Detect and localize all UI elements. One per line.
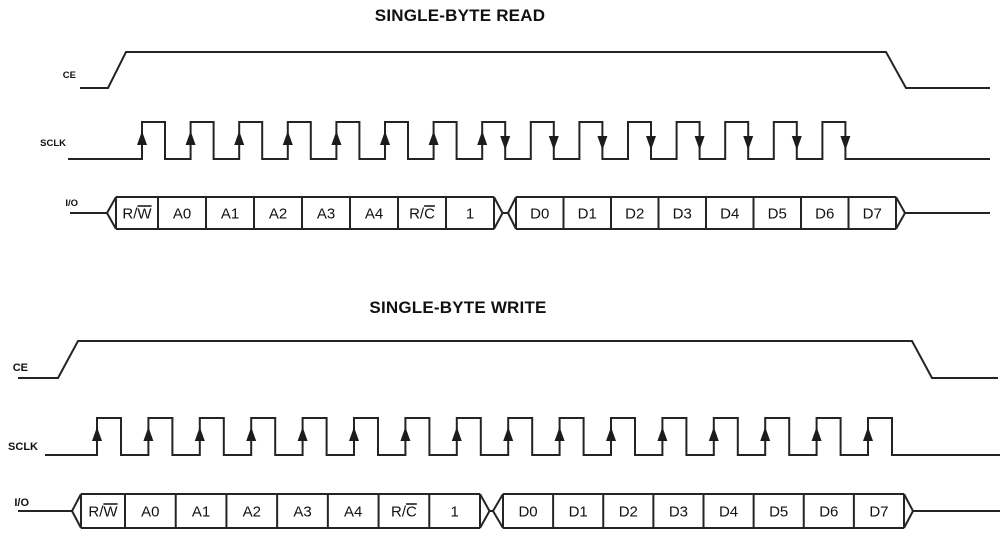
data-bit-label: D7 [863, 206, 882, 223]
command-bit-label: A1 [221, 206, 239, 223]
command-bit-label: R/W [122, 206, 152, 223]
command-bit-label: A3 [293, 504, 311, 521]
clock-rising-edge-arrow [477, 131, 488, 145]
bus-open-bracket [507, 196, 517, 214]
clock-rising-edge-arrow [143, 427, 154, 441]
signal-label-ce: CE [13, 362, 28, 374]
bus-open-bracket [492, 493, 504, 512]
clock-rising-edge-arrow [282, 131, 293, 145]
clock-rising-edge-arrow [380, 131, 390, 145]
bus-close-bracket [895, 196, 906, 214]
data-bit-label: D1 [578, 206, 597, 223]
clock-rising-edge-arrow [92, 427, 102, 441]
signal-label-sclk: SCLK [8, 441, 38, 453]
clock-falling-edge-arrow [548, 136, 559, 150]
diagram-title-write: SINGLE-BYTE WRITE [369, 298, 547, 317]
signal-label-ce: CE [63, 70, 76, 81]
clock-falling-edge-arrow [694, 136, 705, 150]
command-bit-label: R/C [409, 206, 435, 223]
clock-falling-edge-arrow [840, 136, 851, 150]
data-bit-label: D3 [673, 206, 692, 223]
command-bit-label: A0 [173, 206, 191, 223]
data-bit-label: D4 [720, 206, 739, 223]
clock-rising-edge-arrow [503, 427, 514, 441]
signal-label-io: I/O [14, 497, 29, 509]
bus-close-bracket [903, 493, 914, 512]
clock-rising-edge-arrow [234, 131, 245, 145]
bus-open-bracket [71, 493, 82, 512]
clock-rising-edge-arrow [194, 427, 205, 441]
clock-rising-edge-arrow [331, 131, 342, 145]
clock-rising-edge-arrow [863, 427, 873, 441]
clock-rising-edge-arrow [400, 427, 411, 441]
signal-label-sclk: SCLK [40, 138, 66, 149]
bus-close-bracket [493, 212, 504, 230]
data-bit-label: D6 [819, 504, 838, 521]
bus-close-bracket [479, 510, 491, 529]
bus-open-bracket [71, 510, 82, 529]
clock-rising-edge-arrow [297, 427, 308, 441]
clock-rising-edge-arrow [708, 427, 719, 441]
command-bit-label: A3 [317, 206, 335, 223]
command-bit-label: A2 [243, 504, 261, 521]
command-bit-label: A0 [141, 504, 159, 521]
data-bit-label: D7 [869, 504, 888, 521]
diagram-title-read: SINGLE-BYTE READ [374, 6, 546, 25]
clock-falling-edge-arrow [597, 136, 608, 150]
bus-close-bracket [895, 212, 906, 230]
bus-open-bracket [106, 196, 117, 214]
bus-close-bracket [479, 493, 491, 512]
command-bit-label: 1 [450, 504, 458, 521]
bus-open-bracket [507, 212, 517, 230]
clock-rising-edge-arrow [185, 131, 196, 145]
clock-rising-edge-arrow [349, 427, 359, 441]
data-bit-label: D5 [768, 206, 787, 223]
clock-rising-edge-arrow [554, 427, 565, 441]
data-bit-label: D4 [719, 504, 738, 521]
data-bit-label: D3 [669, 504, 688, 521]
bus-open-bracket [106, 212, 117, 230]
command-bit-label: 1 [466, 206, 474, 223]
command-bit-label: A4 [344, 504, 362, 521]
clock-rising-edge-arrow [451, 427, 462, 441]
clock-falling-edge-arrow [791, 136, 802, 150]
bus-close-bracket [493, 196, 504, 214]
clock-falling-edge-arrow [743, 136, 754, 150]
command-bit-label: A1 [192, 504, 210, 521]
clock-rising-edge-arrow [657, 427, 668, 441]
command-bit-label: R/C [391, 504, 417, 521]
clock-falling-edge-arrow [500, 136, 511, 150]
bus-open-bracket [492, 510, 504, 529]
signal-label-io: I/O [65, 198, 78, 209]
command-bit-label: R/W [88, 504, 118, 521]
data-bit-label: D0 [518, 504, 537, 521]
clock-rising-edge-arrow [606, 427, 616, 441]
bus-close-bracket [903, 510, 914, 529]
data-bit-label: D2 [625, 206, 644, 223]
clock-rising-edge-arrow [760, 427, 771, 441]
clock-falling-edge-arrow [646, 136, 656, 150]
clock-rising-edge-arrow [246, 427, 257, 441]
data-bit-label: D1 [569, 504, 588, 521]
clock-rising-edge-arrow [428, 131, 439, 145]
command-bit-label: A4 [365, 206, 383, 223]
waveform-sclk [45, 417, 1000, 456]
data-bit-label: D6 [815, 206, 834, 223]
clock-rising-edge-arrow [137, 131, 147, 145]
waveform-ce [80, 51, 990, 89]
data-bit-label: D5 [769, 504, 788, 521]
waveform-sclk [68, 121, 990, 160]
data-bit-label: D0 [530, 206, 549, 223]
clock-rising-edge-arrow [811, 427, 822, 441]
command-bit-label: A2 [269, 206, 287, 223]
waveform-ce [18, 340, 998, 379]
data-bit-label: D2 [619, 504, 638, 521]
